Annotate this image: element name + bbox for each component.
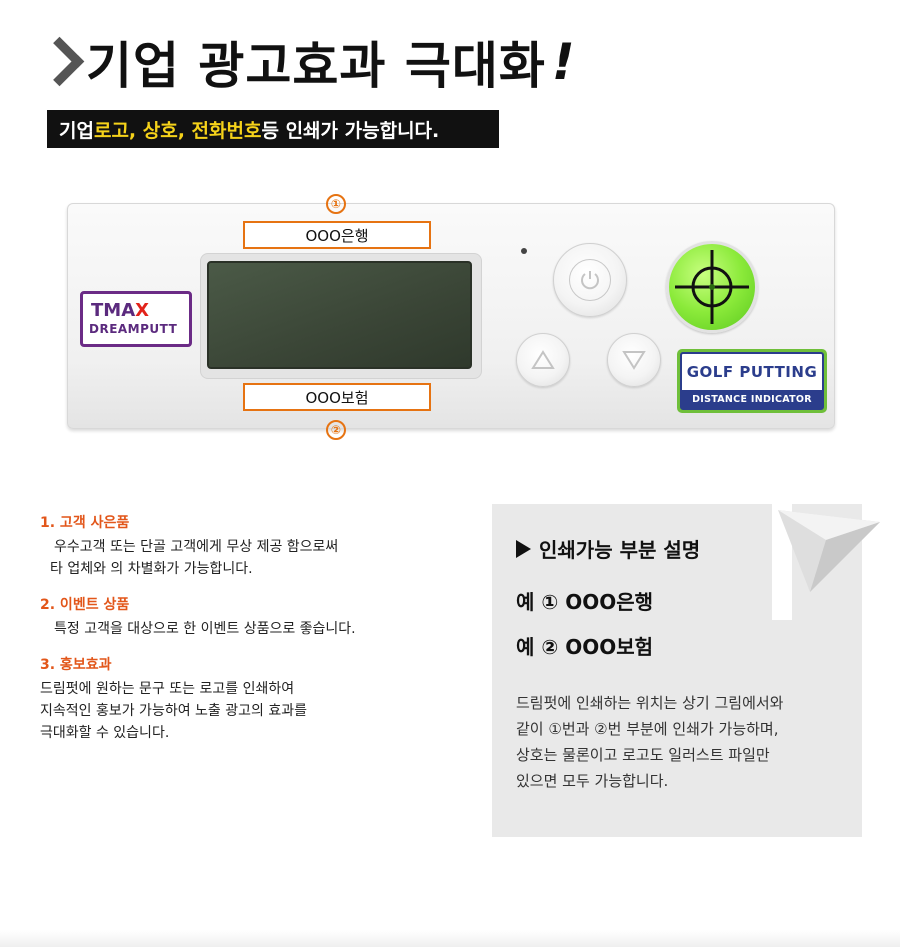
power-icon: [581, 271, 599, 290]
bottom-divider: [0, 930, 900, 947]
subtitle-prefix: 기업: [59, 119, 94, 142]
list-item-heading: 1. 고객 사은품: [40, 515, 130, 531]
title-exclamation: !: [551, 33, 575, 91]
page-title: 기업 광고효과 극대화: [86, 37, 546, 95]
marker-1: ①: [326, 194, 346, 214]
list-item-text: 드림펏에 원하는 문구 또는 로고를 인쇄하여: [40, 681, 295, 697]
panel-title: 인쇄가능 부분 설명: [516, 534, 700, 563]
description-line: 같이 ①번과 ②번 부분에 인쇄가 가능하며,: [516, 720, 779, 738]
description-line: 상호는 물론이고 로고도 일러스트 파일만: [516, 746, 770, 764]
bubble-level: [666, 241, 758, 333]
triangle-up-icon: [531, 350, 555, 369]
list-item: 2. 이벤트 상품 특정 고객을 대상으로 한 이벤트 상품으로 좋습니다.: [40, 594, 460, 640]
badge-title: GOLF PUTTING: [686, 363, 818, 381]
page-title-block: 기업 광고효과 극대화 !: [40, 26, 575, 98]
example-2: 예 ② OOO보험: [516, 635, 654, 659]
crosshair-icon: [675, 250, 749, 324]
print-area-2-label: OOO보험: [243, 383, 431, 411]
list-item-text: 극대화할 수 있습니다.: [40, 725, 170, 741]
badge-subtitle: DISTANCE INDICATOR: [682, 390, 822, 408]
up-button[interactable]: [516, 333, 570, 387]
subtitle-suffix: 등 인쇄가 가능합니다.: [261, 119, 440, 142]
list-item-heading: 2. 이벤트 상품: [40, 597, 130, 613]
panel-description: 드림펏에 인쇄하는 위치는 상기 그림에서와 같이 ①번과 ②번 부분에 인쇄가…: [516, 690, 846, 794]
tmax-logo: TMAX DREAMPUTT: [80, 291, 192, 347]
list-item-text: 우수고객 또는 단골 고객에게 무상 제공 함으로써: [54, 539, 339, 555]
subtitle-bar: 기업 로고, 상호, 전화번호 등 인쇄가 가능합니다.: [47, 110, 499, 148]
triangle-right-icon: [516, 539, 531, 558]
description-line: 있으면 모두 가능합니다.: [516, 772, 669, 790]
list-item-heading: 3. 홍보효과: [40, 657, 112, 673]
subtitle-highlight: 로고, 상호, 전화번호: [93, 119, 262, 142]
golf-putting-badge: GOLF PUTTING DISTANCE INDICATOR: [677, 349, 827, 413]
print-area-1-label: OOO은행: [243, 221, 431, 249]
led-indicator: [521, 248, 527, 254]
list-item-text: 특정 고객을 대상으로 한 이벤트 상품으로 좋습니다.: [54, 621, 356, 637]
lcd-screen: [207, 261, 472, 369]
logo-text-tma: TMA: [91, 300, 136, 321]
chevron-right-icon: [40, 38, 76, 86]
list-item-text: 타 업체와 의 차별화가 가능합니다.: [50, 561, 253, 577]
list-item: 3. 홍보효과 드림펏에 원하는 문구 또는 로고를 인쇄하여 지속적인 홍보가…: [40, 654, 460, 744]
marker-2: ②: [326, 420, 346, 440]
description-line: 드림펏에 인쇄하는 위치는 상기 그림에서와: [516, 694, 784, 712]
logo-text-dreamputt: DREAMPUTT: [89, 322, 178, 336]
triangle-down-icon: [622, 351, 646, 370]
example-1: 예 ① OOO은행: [516, 590, 654, 614]
power-button[interactable]: [553, 243, 627, 317]
benefit-list: 1. 고객 사은품 우수고객 또는 단골 고객에게 무상 제공 함으로써 타 업…: [40, 512, 460, 758]
down-button[interactable]: [607, 333, 661, 387]
logo-text-x: X: [135, 300, 150, 321]
list-item: 1. 고객 사은품 우수고객 또는 단골 고객에게 무상 제공 함으로써 타 업…: [40, 512, 460, 580]
list-item-text: 지속적인 홍보가 가능하여 노출 광고의 효과를: [40, 703, 307, 719]
paper-plane-icon: [772, 504, 880, 620]
panel-title-text: 인쇄가능 부분 설명: [539, 538, 701, 562]
